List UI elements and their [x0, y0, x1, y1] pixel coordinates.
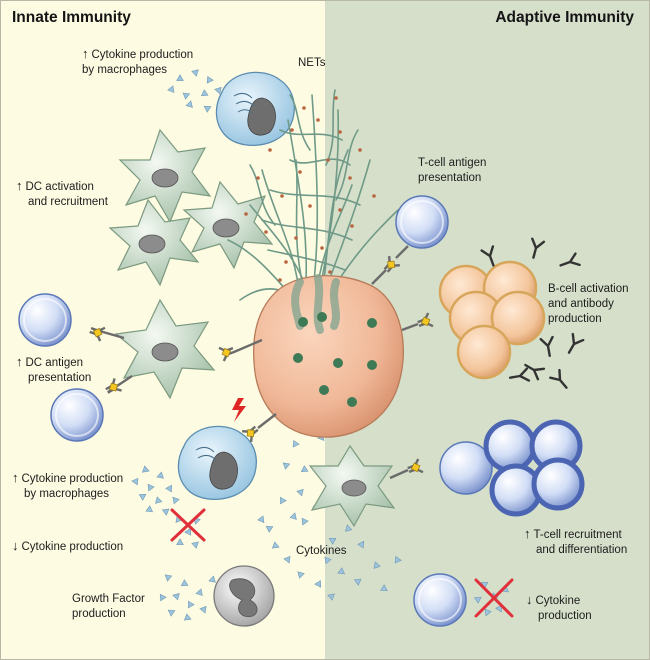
dendritic-cell-right	[182, 180, 274, 270]
bcell-cluster	[438, 260, 546, 380]
lightning-icon	[232, 398, 246, 422]
lymphocyte-bottom-right	[413, 573, 467, 627]
lymphocyte-left-top	[18, 293, 72, 347]
label-cytokine-decrease-left: ↓Cytokine production	[12, 538, 124, 553]
inhibit-cross-left	[170, 508, 206, 542]
label-cytokine-macrophage-top: ↑Cytokine production by macrophages	[82, 46, 194, 76]
dendritic-cell-presenting	[114, 298, 216, 400]
macrophage-top	[215, 71, 296, 147]
label-growth-factor: Growth Factor production	[72, 593, 145, 620]
label-dc-antigen: ↑DC antigen presentation	[16, 354, 92, 384]
label-dc-activation: ↑DC activation and recruitment	[16, 178, 108, 208]
lymphocyte-left-bottom	[50, 388, 104, 442]
nets-granules	[244, 96, 376, 282]
innate-title: Innate Immunity	[12, 9, 131, 26]
nets-label: NETs	[298, 57, 326, 69]
label-cytokine-decrease-right: ↓Cytokine production	[526, 592, 592, 622]
label-bcell-activation: B-cell activation and antibody productio…	[548, 283, 629, 325]
macrophage-bottom	[177, 425, 258, 501]
neutrophil-center	[252, 274, 404, 438]
adaptive-title: Adaptive Immunity	[495, 9, 634, 26]
dendritic-cell-lower	[308, 444, 396, 528]
label-tcell-antigen: T-cell antigen presentation	[418, 157, 487, 184]
growth-factor-cell	[213, 565, 275, 627]
dendritic-cell-middle	[108, 198, 200, 287]
tcell-cluster	[439, 419, 585, 517]
inhibit-cross-right	[474, 578, 514, 618]
neutrophil-connectors	[233, 269, 419, 429]
lymphocyte-tcell-top	[395, 195, 449, 249]
label-cytokines: Cytokines	[296, 545, 347, 557]
label-tcell-recruitment: ↑T-cell recruitment and differentiation	[524, 526, 628, 556]
label-cytokine-macrophage-bottom: ↑Cytokine production by macrophages	[12, 470, 124, 500]
